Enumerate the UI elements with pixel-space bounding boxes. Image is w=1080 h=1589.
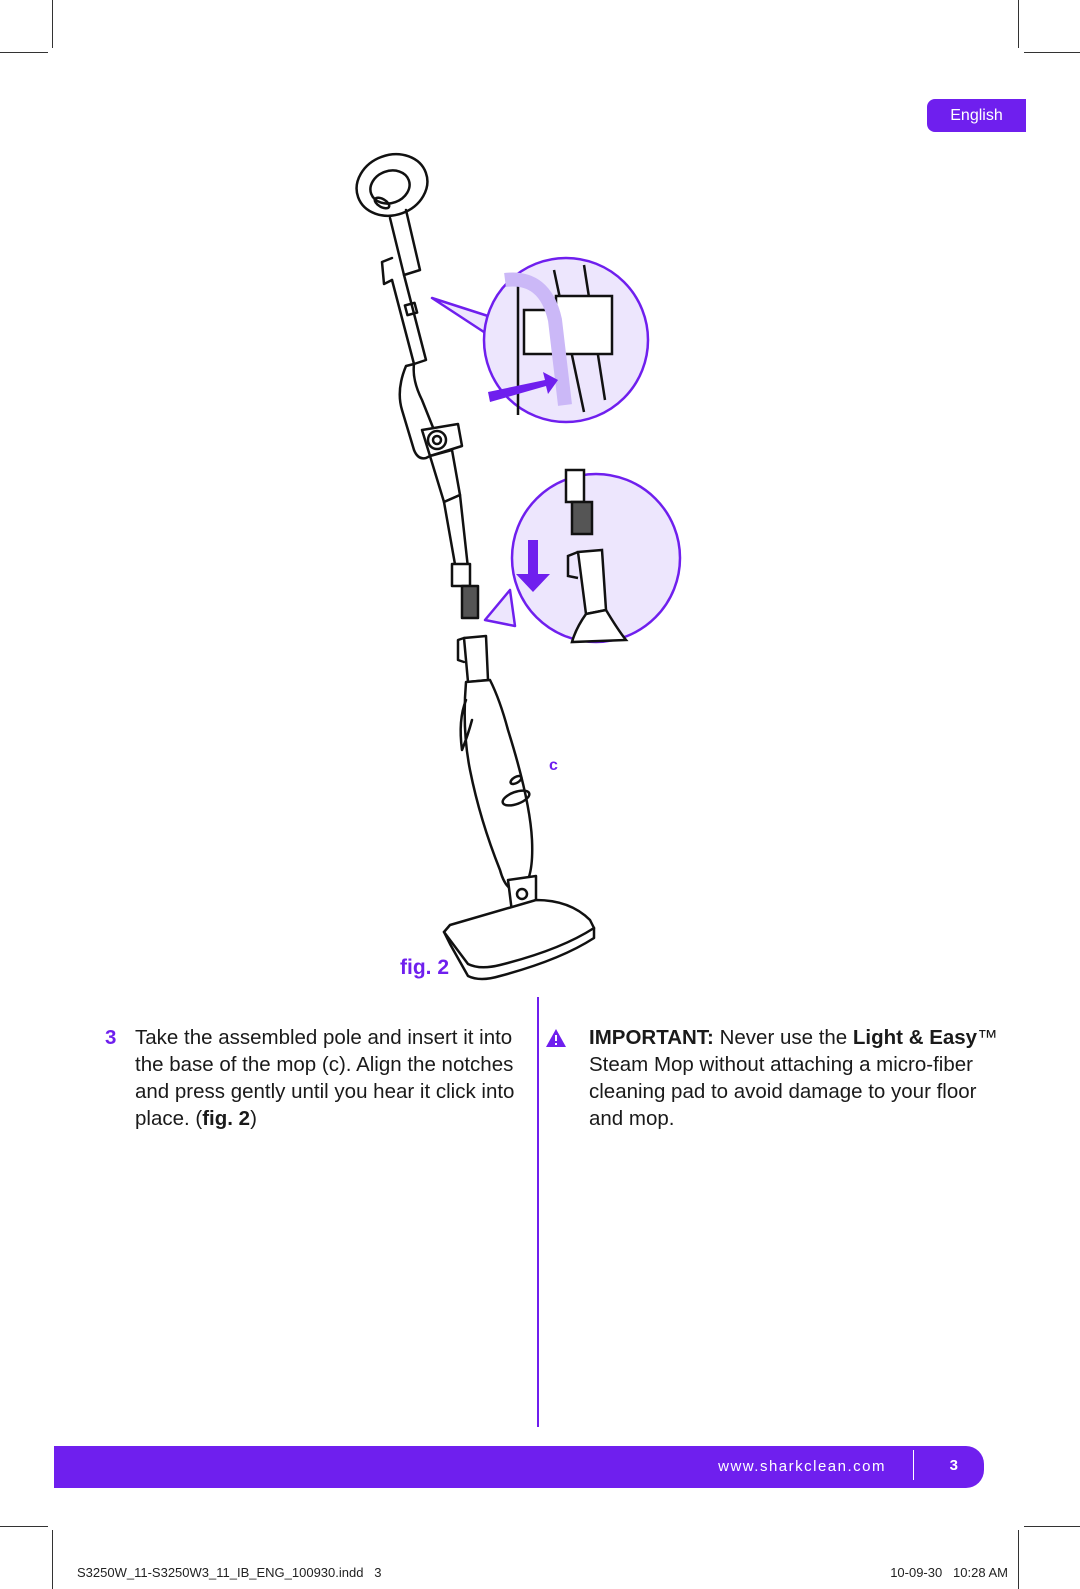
product-name: Light & Easy — [852, 1026, 978, 1049]
print-slug-timestamp: 10-09-30 10:28 AM — [890, 1565, 1008, 1580]
crop-mark — [52, 0, 53, 48]
language-tab: English — [927, 99, 1026, 132]
print-slug-file: S3250W_11-S3250W3_11_IB_ENG_100930.indd … — [77, 1565, 382, 1580]
figure-reference: fig. 2 — [202, 1107, 251, 1130]
crop-mark — [52, 1530, 53, 1589]
crop-mark — [0, 52, 48, 53]
crop-mark — [1024, 1526, 1080, 1527]
footer-bar: www.sharkclean.com 3 — [54, 1446, 984, 1488]
callout-c-label: c — [549, 757, 558, 774]
website-link[interactable]: www.sharkclean.com — [718, 1458, 886, 1475]
warning-icon — [546, 1029, 566, 1047]
crop-mark — [1018, 1530, 1019, 1589]
step-text: Take the assembled pole and insert it in… — [135, 1024, 525, 1132]
warning-label: IMPORTANT: — [589, 1026, 714, 1049]
crop-mark — [0, 1526, 48, 1527]
crop-mark — [1018, 0, 1019, 48]
crop-mark — [1024, 52, 1080, 53]
footer-separator — [912, 1450, 914, 1480]
figure-label: fig. 2 — [400, 956, 450, 979]
step-body: Take the assembled pole and insert it in… — [135, 1026, 515, 1130]
warning-text: IMPORTANT: Never use the Light & Easy™ S… — [589, 1024, 1005, 1132]
step-close: ) — [250, 1107, 257, 1130]
important-warning: IMPORTANT: Never use the Light & Easy™ S… — [545, 1024, 1005, 1132]
page-number: 3 — [949, 1457, 958, 1474]
warning-text-a: Never use the — [713, 1026, 853, 1049]
step-number: 3 — [105, 1026, 117, 1049]
warning-text-b: ™ Steam Mop without attaching a micro-fi… — [589, 1026, 998, 1130]
step-3: 3 Take the assembled pole and insert it … — [105, 1024, 525, 1132]
steam-mop-illustration — [355, 152, 682, 981]
column-divider — [537, 997, 539, 1427]
